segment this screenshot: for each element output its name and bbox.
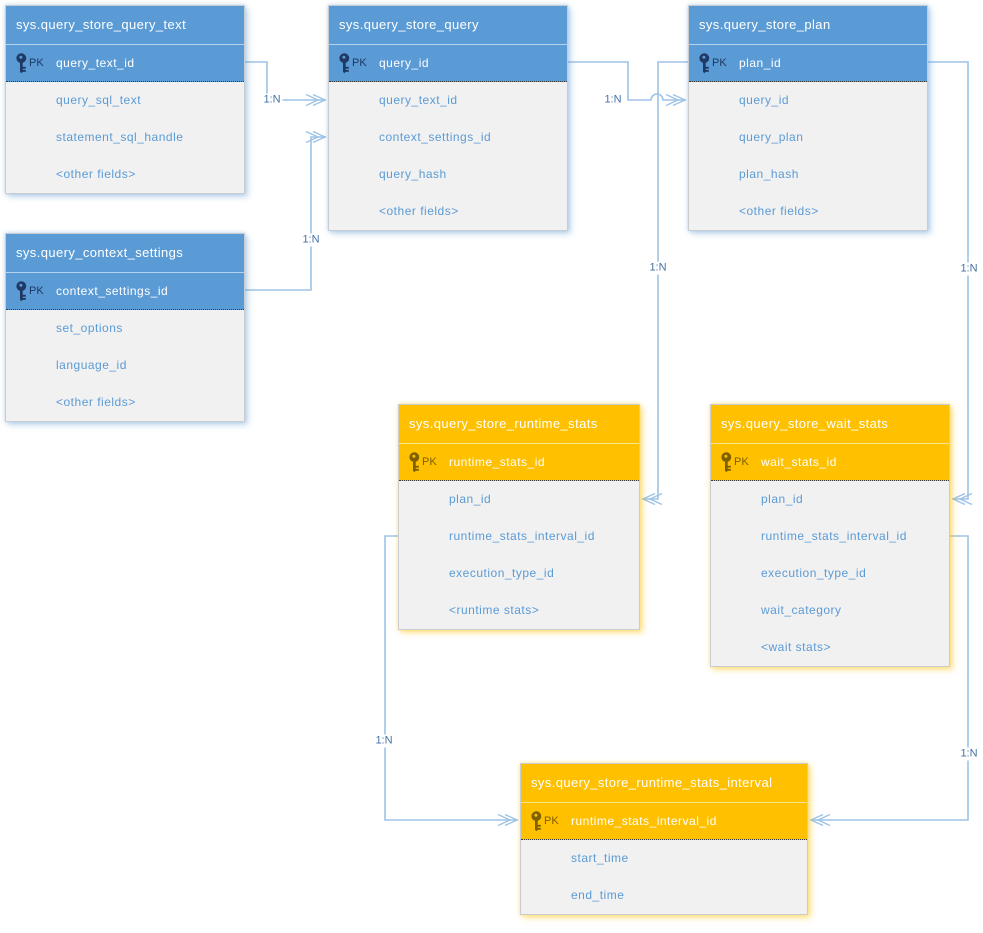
field-name: execution_type_id: [449, 566, 555, 580]
pk-label: PK: [352, 57, 367, 69]
table-sys-query-store-wait-stats[interactable]: sys.query_store_wait_stats PK wait_stats…: [710, 404, 950, 667]
table-sys-query-store-plan[interactable]: sys.query_store_plan PK plan_id query_id…: [688, 5, 928, 231]
field-list: start_time end_time: [521, 840, 807, 914]
pk-field-name: runtime_stats_id: [449, 455, 546, 469]
cardinality-label: 1:N: [300, 233, 322, 247]
primary-key-row: PK wait_stats_id: [711, 443, 949, 481]
cardinality-label: 1:N: [602, 93, 624, 107]
pk-label: PK: [422, 456, 437, 468]
pk-field-name: context_settings_id: [56, 284, 169, 298]
field-list: query_id query_plan plan_hash <other fie…: [689, 82, 927, 230]
table-title: sys.query_store_query_text: [6, 6, 244, 44]
cardinality-label: 1:N: [373, 734, 395, 748]
field-list: query_sql_text statement_sql_handle <oth…: [6, 82, 244, 193]
field-name: <runtime stats>: [449, 603, 540, 617]
field-name: set_options: [56, 321, 123, 335]
pk-field-name: query_id: [379, 56, 430, 70]
field-name: plan_id: [449, 492, 492, 506]
field-list: plan_id runtime_stats_interval_id execut…: [399, 481, 639, 629]
relationship-context-settings-to-query: [245, 130, 327, 291]
key-icon: [16, 52, 27, 73]
table-sys-query-store-query[interactable]: sys.query_store_query PK query_id query_…: [328, 5, 568, 231]
field-name: <other fields>: [56, 395, 136, 409]
field-name: context_settings_id: [379, 130, 492, 144]
cardinality-label: 1:N: [958, 747, 980, 761]
table-sys-query-store-runtime-stats-interval[interactable]: sys.query_store_runtime_stats_interval P…: [520, 763, 808, 915]
pk-field-name: wait_stats_id: [761, 455, 837, 469]
field-name: runtime_stats_interval_id: [449, 529, 595, 543]
relationship-runtime-stats-to-interval: [384, 535, 519, 827]
pk-label: PK: [544, 815, 559, 827]
table-title: sys.query_store_runtime_stats_interval: [521, 764, 807, 802]
field-list: query_text_id context_settings_id query_…: [329, 82, 567, 230]
table-title: sys.query_context_settings: [6, 234, 244, 272]
field-name: wait_category: [761, 603, 842, 617]
primary-key-row: PK runtime_stats_id: [399, 443, 639, 481]
key-icon: [409, 451, 420, 472]
relationship-plan-to-runtime-stats: [641, 61, 688, 506]
table-title: sys.query_store_runtime_stats: [399, 405, 639, 443]
field-name: query_sql_text: [56, 93, 142, 107]
field-name: statement_sql_handle: [56, 130, 184, 144]
field-name: query_id: [739, 93, 790, 107]
pk-field-name: query_text_id: [56, 56, 135, 70]
field-name: end_time: [571, 888, 625, 902]
field-name: plan_id: [761, 492, 804, 506]
key-icon: [699, 52, 710, 73]
many-arrow-icon: [665, 93, 687, 107]
field-name: <other fields>: [56, 167, 136, 181]
pk-label: PK: [29, 285, 44, 297]
key-icon: [721, 451, 732, 472]
field-name: <other fields>: [379, 204, 459, 218]
cardinality-label: 1:N: [647, 261, 669, 275]
table-sys-query-store-runtime-stats[interactable]: sys.query_store_runtime_stats PK runtime…: [398, 404, 640, 630]
table-title: sys.query_store_plan: [689, 6, 927, 44]
primary-key-row: PK query_id: [329, 44, 567, 82]
primary-key-row: PK runtime_stats_interval_id: [521, 802, 807, 840]
many-arrow-icon: [809, 813, 831, 827]
many-arrow-icon: [497, 813, 519, 827]
relationship-wait-stats-to-interval: [809, 535, 969, 827]
many-arrow-icon: [305, 130, 327, 144]
pk-label: PK: [712, 57, 727, 69]
relationship-query-text-to-query: [245, 61, 327, 107]
key-icon: [531, 810, 542, 831]
cardinality-label: 1:N: [958, 262, 980, 276]
table-title: sys.query_store_wait_stats: [711, 405, 949, 443]
pk-field-name: runtime_stats_interval_id: [571, 814, 717, 828]
many-arrow-icon: [641, 492, 663, 506]
pk-label: PK: [734, 456, 749, 468]
pk-field-name: plan_id: [739, 56, 782, 70]
relationship-plan-to-wait-stats: [928, 61, 973, 506]
field-name: runtime_stats_interval_id: [761, 529, 907, 543]
pk-label: PK: [29, 57, 44, 69]
field-list: set_options language_id <other fields>: [6, 310, 244, 421]
relationship-query-to-plan: [568, 61, 687, 107]
field-list: plan_id runtime_stats_interval_id execut…: [711, 481, 949, 666]
primary-key-row: PK plan_id: [689, 44, 927, 82]
field-name: query_text_id: [379, 93, 458, 107]
field-name: query_hash: [379, 167, 447, 181]
key-icon: [339, 52, 350, 73]
field-name: <other fields>: [739, 204, 819, 218]
field-name: query_plan: [739, 130, 804, 144]
field-name: plan_hash: [739, 167, 799, 181]
many-arrow-icon: [305, 93, 327, 107]
primary-key-row: PK context_settings_id: [6, 272, 244, 310]
primary-key-row: PK query_text_id: [6, 44, 244, 82]
field-name: <wait stats>: [761, 640, 832, 654]
many-arrow-icon: [951, 492, 973, 506]
key-icon: [16, 280, 27, 301]
table-sys-query-store-query-text[interactable]: sys.query_store_query_text PK query_text…: [5, 5, 245, 194]
table-title: sys.query_store_query: [329, 6, 567, 44]
field-name: language_id: [56, 358, 127, 372]
cardinality-label: 1:N: [261, 93, 283, 107]
field-name: start_time: [571, 851, 629, 865]
table-sys-query-context-settings[interactable]: sys.query_context_settings PK context_se…: [5, 233, 245, 422]
field-name: execution_type_id: [761, 566, 867, 580]
